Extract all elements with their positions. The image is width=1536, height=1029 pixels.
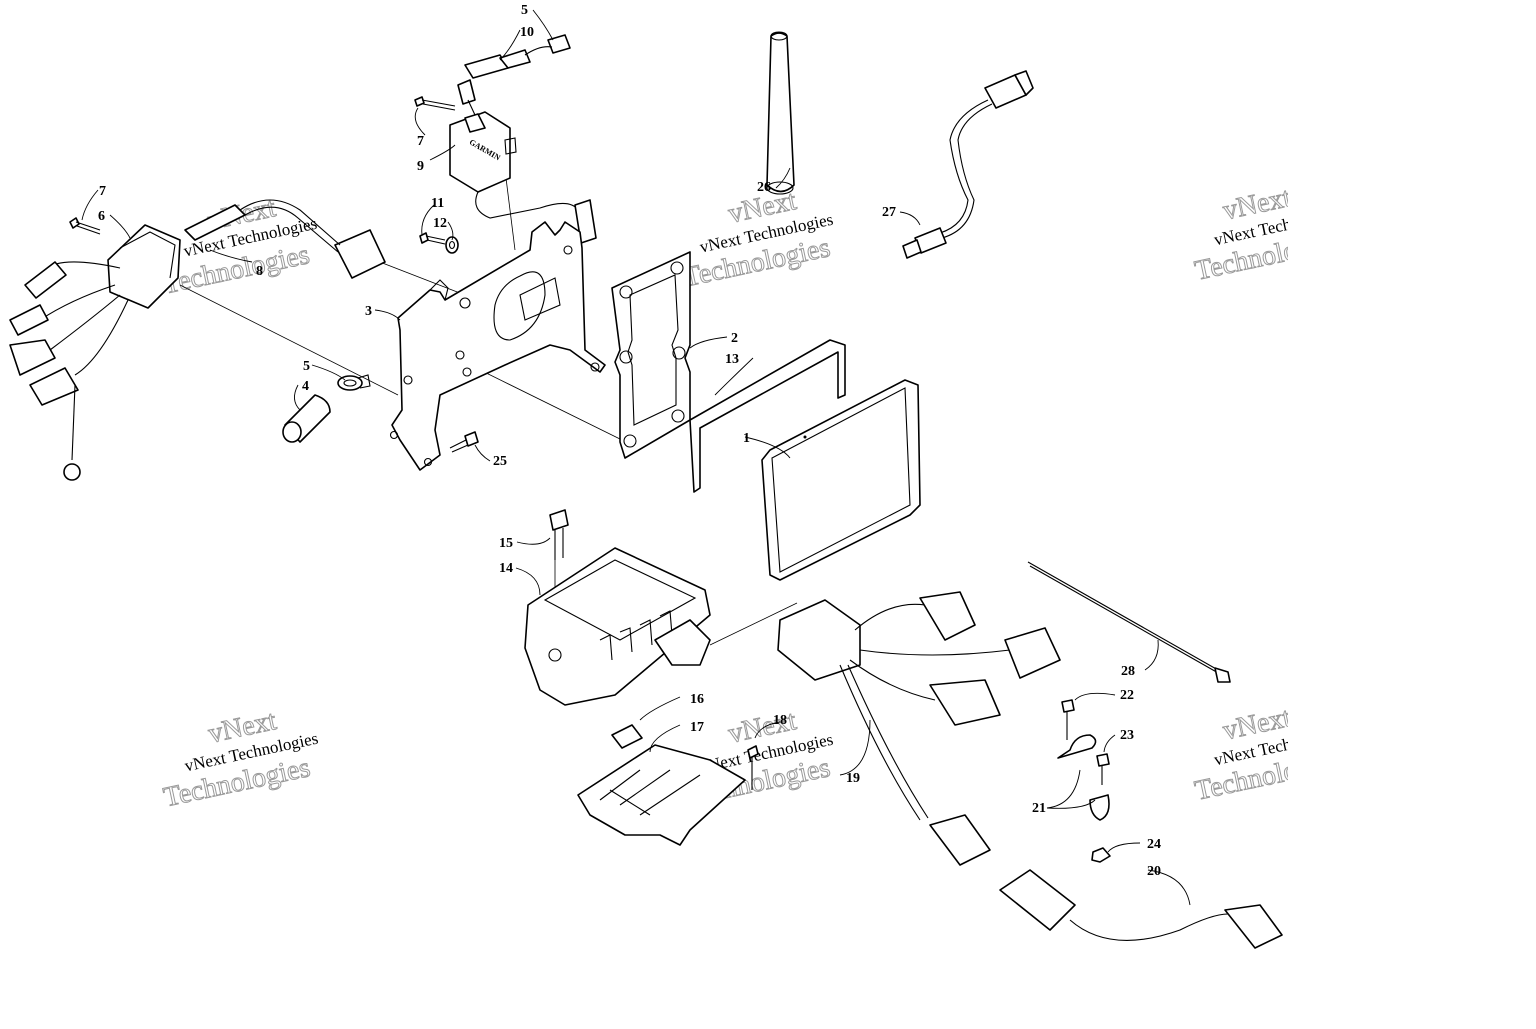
callout-19: 19 <box>846 771 860 786</box>
washer-part-12 <box>445 236 459 254</box>
callout-18: 18 <box>773 713 787 728</box>
callout-24: 24 <box>1147 837 1161 852</box>
callout-10: 10 <box>520 25 534 40</box>
callout-11: 11 <box>431 196 444 211</box>
callout-12: 12 <box>433 216 447 231</box>
hose-clamp-part-5 <box>337 374 371 391</box>
display-screen-part-1 <box>761 379 921 581</box>
screw-part-7-top <box>414 96 456 111</box>
callout-20: 20 <box>1147 864 1161 879</box>
callout-7-left: 7 <box>99 184 106 199</box>
callout-8: 8 <box>256 264 263 279</box>
gps-module-part-9: GARMIN <box>449 34 597 244</box>
leader-lines <box>81 9 1191 906</box>
wiring-harness-part-19 <box>777 591 1061 821</box>
callout-17: 17 <box>690 720 704 735</box>
callout-26: 26 <box>757 180 771 195</box>
watermark-top-center: vNext vNext Technologies Technologies <box>680 185 835 294</box>
watermark-bottom-left: vNext vNext Technologies Technologies <box>160 705 319 814</box>
callout-21: 21 <box>1032 801 1046 816</box>
callout-16: 16 <box>690 692 704 707</box>
callout-27: 27 <box>882 205 896 220</box>
antenna-part-26 <box>766 31 795 195</box>
wiring-harness-part-8 <box>9 199 386 481</box>
callout-15: 15 <box>499 536 513 551</box>
callout-labels: 1 2 3 4 5 5 6 7 7 8 9 10 11 12 13 14 15 … <box>98 3 1161 879</box>
ecu-module-part-14 <box>524 547 711 706</box>
callout-5-top: 5 <box>521 3 528 18</box>
wiring-harness-part-20 <box>929 814 1283 949</box>
usb-cable-part-27 <box>902 70 1034 259</box>
cable-tie-part-28 <box>1027 561 1231 683</box>
screw-part-25 <box>449 431 479 453</box>
screw-part-11 <box>419 232 446 245</box>
screw-part-23 <box>1096 753 1110 785</box>
gasket-frame-part-2 <box>611 251 691 459</box>
clamp-part-21 <box>1057 734 1110 821</box>
callout-3: 3 <box>365 304 372 319</box>
sleeve-part-4 <box>282 394 331 443</box>
callout-1: 1 <box>743 431 750 446</box>
screw-part-18 <box>747 745 759 790</box>
callout-13: 13 <box>725 352 739 367</box>
callout-14: 14 <box>499 561 513 576</box>
callout-4: 4 <box>302 379 309 394</box>
callout-23: 23 <box>1120 728 1134 743</box>
callout-6: 6 <box>98 209 105 224</box>
watermark-crop <box>1288 150 1536 870</box>
callout-7-top: 7 <box>417 134 424 149</box>
bracket-part-17 <box>577 744 746 846</box>
callout-2: 2 <box>731 331 738 346</box>
callout-9: 9 <box>417 159 424 174</box>
nut-part-24 <box>1091 847 1111 863</box>
mounting-bracket-part-3 <box>389 221 606 471</box>
clip-part-16 <box>611 724 643 749</box>
callout-25: 25 <box>493 454 507 469</box>
callout-22: 22 <box>1120 688 1134 703</box>
gasket-part-13 <box>689 339 846 493</box>
callout-5-left: 5 <box>303 359 310 374</box>
screw-part-22 <box>1061 699 1075 740</box>
bolt-part-15 <box>549 509 569 560</box>
callout-28: 28 <box>1121 664 1135 679</box>
screw-part-7-left <box>69 217 101 235</box>
